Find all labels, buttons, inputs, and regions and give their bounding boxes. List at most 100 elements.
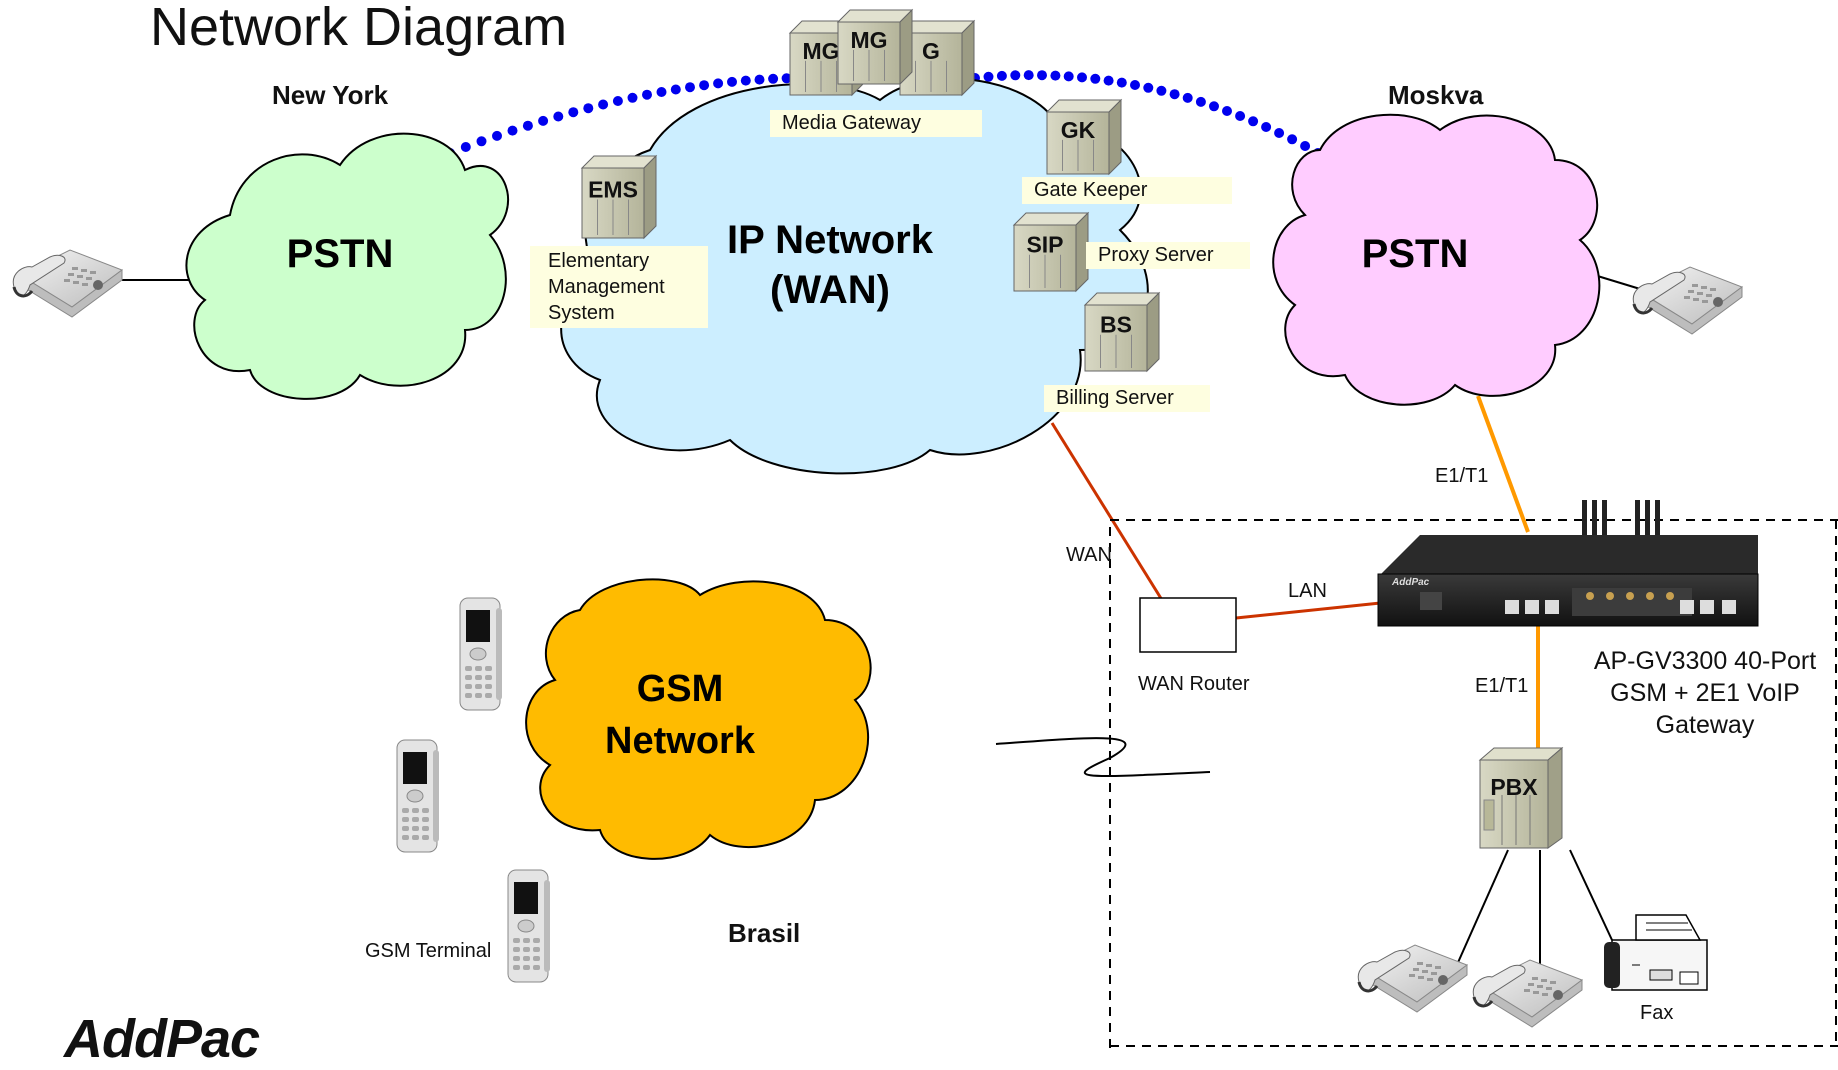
ems-label-line1: Elementary: [548, 250, 650, 272]
server-bs-label: BS: [1100, 312, 1132, 338]
voip-path-dot: [1116, 77, 1127, 88]
lan-link-line: [1235, 600, 1391, 620]
lan-label: LAN: [1288, 580, 1327, 602]
voip-path-dot: [1209, 101, 1219, 112]
billing-server-label: Billing Server: [1044, 385, 1210, 412]
e1t1-bottom-label: E1/T1: [1475, 675, 1529, 697]
voip-path-dot: [754, 74, 765, 85]
phone-moskva-icon: [1632, 266, 1744, 335]
server-gk-icon: GK: [1045, 98, 1123, 176]
voip-path-dot: [1090, 73, 1101, 84]
voip-path-dot: [642, 89, 652, 100]
voip-path-dot: [1130, 80, 1140, 90]
voip-path-dot: [568, 107, 579, 118]
voip-path-dot: [460, 142, 471, 152]
gateway-brand-text: AddPac: [1391, 577, 1430, 588]
fax-label: Fax: [1640, 1002, 1674, 1024]
voip-path-dot: [598, 99, 609, 110]
gateway-label-line2: GSM + 2E1 VoIP: [1610, 679, 1800, 707]
pstn-left-cloud: [185, 132, 509, 400]
voip-path-dot: [1274, 128, 1285, 138]
ems-label-line3: System: [548, 302, 615, 324]
voip-path-dot: [1143, 82, 1154, 93]
voip-path-dot: [612, 96, 623, 106]
connections: [122, 259, 1651, 986]
phone-pbx-1-icon: [1357, 944, 1469, 1013]
gsm-network-label-line1: GSM: [636, 668, 724, 710]
voip-path-dot: [740, 75, 751, 86]
gsm-wireless-link-line: [995, 737, 1211, 777]
gsm-terminal-1-icon: [459, 597, 502, 711]
voip-path-dot: [983, 71, 994, 82]
voip-path-dot: [1169, 89, 1180, 100]
ip-network-label-line2: (WAN): [770, 268, 890, 312]
voip-path-dot: [1050, 70, 1061, 81]
pstn-right-label: PSTN: [1361, 232, 1469, 276]
voip-path-dot: [1261, 122, 1272, 132]
voip-path-dot: [1287, 134, 1298, 145]
gsm-network-cloud: [525, 578, 872, 860]
page-title: Network Diagram: [150, 0, 568, 57]
voip-path-dot: [627, 92, 638, 103]
voip-path-dot: [1182, 92, 1193, 103]
gsm-terminal-label: GSM Terminal: [365, 940, 492, 962]
voip-path-dot: [553, 111, 564, 122]
server-mg2-icon: MG: [836, 8, 914, 86]
gate-keeper-label: Gate Keeper: [1022, 177, 1232, 204]
voip-path-dot: [1195, 96, 1206, 107]
server-ems-label: EMS: [588, 176, 638, 202]
ems-label: Elementary Management System: [530, 246, 708, 328]
city-brasil: Brasil: [728, 918, 801, 948]
gateway-label-line3: Gateway: [1655, 711, 1755, 739]
proxy-server-label: Proxy Server: [1086, 242, 1250, 269]
gsm-terminal-2-icon: [396, 739, 439, 853]
voip-path-dot: [1235, 111, 1246, 121]
gsm-terminal-3-icon: [507, 869, 550, 983]
server-sip-icon: SIP: [1012, 211, 1090, 293]
voip-path-dot: [1063, 71, 1074, 82]
wan-label: WAN: [1066, 544, 1112, 566]
gsm-network-label: GSM Network: [580, 663, 780, 767]
servers: G MG MG EMS GK SIP BS: [580, 8, 1161, 373]
voip-path-dot: [1010, 70, 1021, 81]
fax-icon: [1604, 914, 1708, 991]
voip-path-dot: [768, 73, 779, 84]
voip-path-dot: [1023, 70, 1034, 81]
server-sip-label: SIP: [1026, 232, 1063, 258]
ems-label-line2: Management: [548, 276, 665, 298]
voip-path-dot: [1248, 116, 1259, 127]
voip-path-dot: [713, 78, 724, 89]
voip-path-dot: [1222, 106, 1232, 116]
voip-path-dot: [1037, 70, 1047, 81]
server-mg2-label: MG: [850, 27, 887, 53]
server-mg1-label: MG: [802, 38, 839, 64]
ip-network-label: IP Network (WAN): [690, 215, 970, 315]
voip-path-dot: [996, 70, 1007, 81]
server-bs-icon: BS: [1083, 291, 1161, 373]
phones: [12, 249, 1744, 1028]
e1t1-top-link-line: [1476, 395, 1530, 533]
addpac-logo: AddPac: [64, 1009, 260, 1069]
pbx-icon: [1478, 746, 1564, 849]
voip-path-dot: [1077, 72, 1087, 83]
media-gateway-label: Media Gateway: [770, 110, 982, 137]
voip-path-dot: [656, 87, 667, 97]
phone-pbx-2-icon: [1472, 959, 1584, 1028]
pbx-fax-line: [1569, 849, 1613, 941]
voip-path-dot: [685, 82, 695, 93]
city-new-york: New York: [272, 80, 389, 110]
voip-path-dot: [1300, 141, 1311, 151]
server-mg3-label: G: [922, 38, 940, 64]
ip-network-label-line1: IP Network: [727, 218, 933, 262]
gsm-terminals: [396, 597, 550, 983]
e1t1-top-label: E1/T1: [1435, 465, 1489, 487]
wan-router-icon: [1139, 597, 1237, 653]
city-moskva: Moskva: [1388, 80, 1484, 110]
voip-path-dot: [1103, 75, 1114, 86]
voip-path-dot: [727, 76, 737, 87]
voip-path-dot: [507, 125, 518, 136]
wan-router-label: WAN Router: [1138, 673, 1250, 695]
voip-path-dot: [522, 120, 533, 131]
